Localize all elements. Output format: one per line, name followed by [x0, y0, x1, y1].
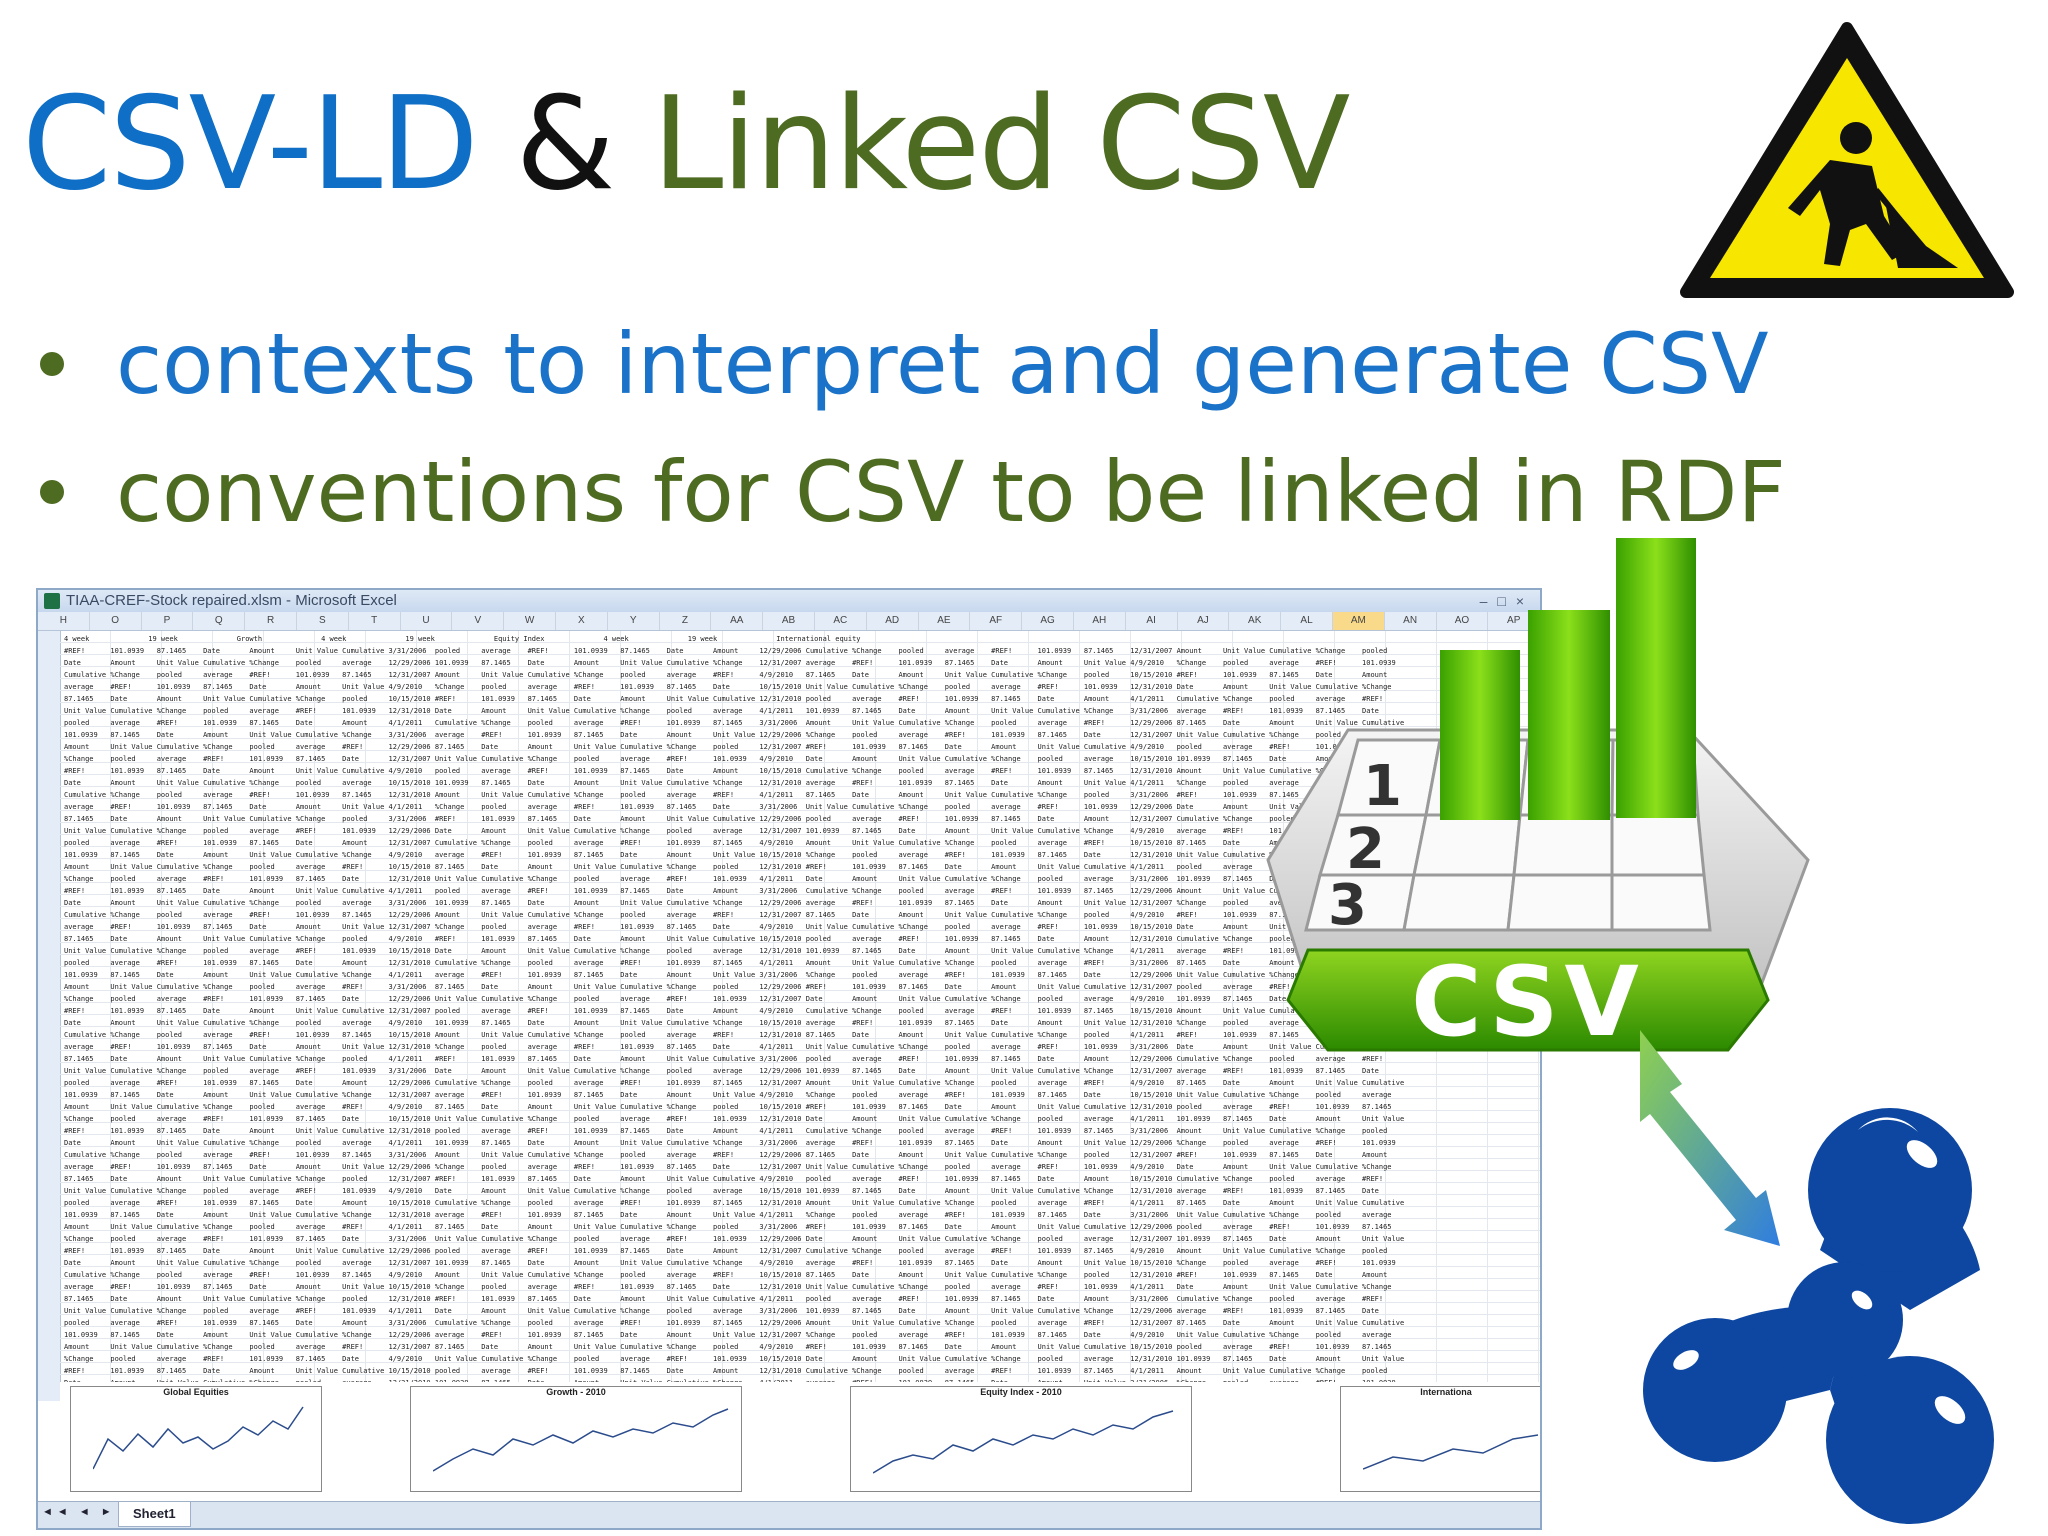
column-header[interactable]: AC [815, 612, 867, 630]
column-header[interactable]: AI [1126, 612, 1178, 630]
chart-international: Internationa [1340, 1386, 1540, 1492]
column-header[interactable]: AG [1022, 612, 1074, 630]
column-header[interactable]: AE [919, 612, 971, 630]
bullet-text: contexts to interpret and generate CSV [116, 315, 1769, 413]
column-header[interactable]: AK [1229, 612, 1282, 630]
bullet-item: conventions for CSV to be linked in RDF [40, 428, 1786, 556]
column-header[interactable]: AN [1385, 612, 1437, 630]
column-header[interactable]: AA [711, 612, 764, 630]
bullet-text: conventions for CSV to be linked in RDF [116, 443, 1786, 541]
column-header[interactable]: V [452, 612, 505, 630]
sheet-tab-bar: ◄◄ ◄ ► ►► Sheet1 [38, 1501, 1540, 1528]
construction-warning-icon [1680, 22, 2014, 298]
chart-growth-2010: Growth - 2010 [410, 1386, 742, 1492]
column-header[interactable]: Z [660, 612, 712, 630]
chart-line [93, 1406, 304, 1470]
column-header[interactable]: H [38, 612, 90, 630]
column-header[interactable]: P [142, 612, 194, 630]
column-header[interactable]: Q [193, 612, 246, 630]
column-header[interactable]: AF [970, 612, 1023, 630]
chart-title: Global Equities [163, 1387, 229, 1397]
excel-title-bar: TIAA-CREF-Stock repaired.xlsm - Microsof… [38, 590, 1540, 612]
chart-global-equities: Global Equities [70, 1386, 322, 1492]
csv-logo-label: CSV [1411, 946, 1645, 1058]
chart-line [433, 1408, 729, 1472]
csv-logo-number: 2 [1346, 817, 1385, 882]
title-csv-ld: CSV-LD [22, 70, 479, 219]
column-header[interactable]: T [349, 612, 401, 630]
excel-logo-icon [44, 593, 60, 609]
bullet-dot-icon [40, 352, 64, 376]
cell-gridlines [60, 631, 1540, 1401]
bullet-list: contexts to interpret and generate CSV c… [40, 300, 1786, 556]
column-header[interactable]: AL [1281, 612, 1333, 630]
title-linked-csv: Linked CSV [651, 70, 1350, 219]
chart-line [873, 1410, 1174, 1474]
bullet-item: contexts to interpret and generate CSV [40, 300, 1786, 428]
column-header[interactable]: R [245, 612, 297, 630]
chart-title: Internationa [1420, 1387, 1472, 1397]
bullet-dot-icon [40, 480, 64, 504]
chart-title: Equity Index - 2010 [980, 1387, 1062, 1397]
title-ampersand: & [476, 70, 652, 219]
csv-logo-number: 1 [1363, 754, 1402, 819]
embedded-charts: Global Equities Growth - 2010 Equity Ind… [60, 1382, 1540, 1494]
spreadsheet-grid: 4 week 19 week Growth 4 week 19 week Equ… [38, 631, 1540, 1401]
csv-logo-number: 3 [1328, 873, 1367, 938]
column-header[interactable]: AH [1074, 612, 1126, 630]
sheet-tab[interactable]: Sheet1 [118, 1502, 191, 1527]
column-header[interactable]: AM [1332, 612, 1385, 630]
chart-equity-index-2010: Equity Index - 2010 [850, 1386, 1192, 1492]
chart-title: Growth - 2010 [546, 1387, 606, 1397]
csv-spreadsheet-icon: 1 2 3 CSV [1266, 538, 1810, 1058]
row-numbers [38, 631, 61, 1401]
column-header[interactable]: O [90, 612, 142, 630]
rdf-molecule-icon [1640, 1030, 1994, 1524]
column-header[interactable]: S [297, 612, 349, 630]
chart-line [1363, 1434, 1539, 1470]
column-header[interactable]: AB [763, 612, 815, 630]
column-header[interactable]: AD [867, 612, 919, 630]
window-controls: –□× [1479, 593, 1534, 609]
column-header[interactable]: W [504, 612, 556, 630]
column-header[interactable]: U [401, 612, 453, 630]
column-header[interactable]: AJ [1178, 612, 1230, 630]
column-header[interactable]: X [556, 612, 608, 630]
excel-window-title: TIAA-CREF-Stock repaired.xlsm - Microsof… [66, 592, 397, 609]
column-header[interactable]: Y [608, 612, 660, 630]
slide-title: CSV-LD & Linked CSV [22, 70, 1350, 220]
excel-window-screenshot: TIAA-CREF-Stock repaired.xlsm - Microsof… [36, 588, 1542, 1530]
column-header[interactable]: AO [1437, 612, 1489, 630]
